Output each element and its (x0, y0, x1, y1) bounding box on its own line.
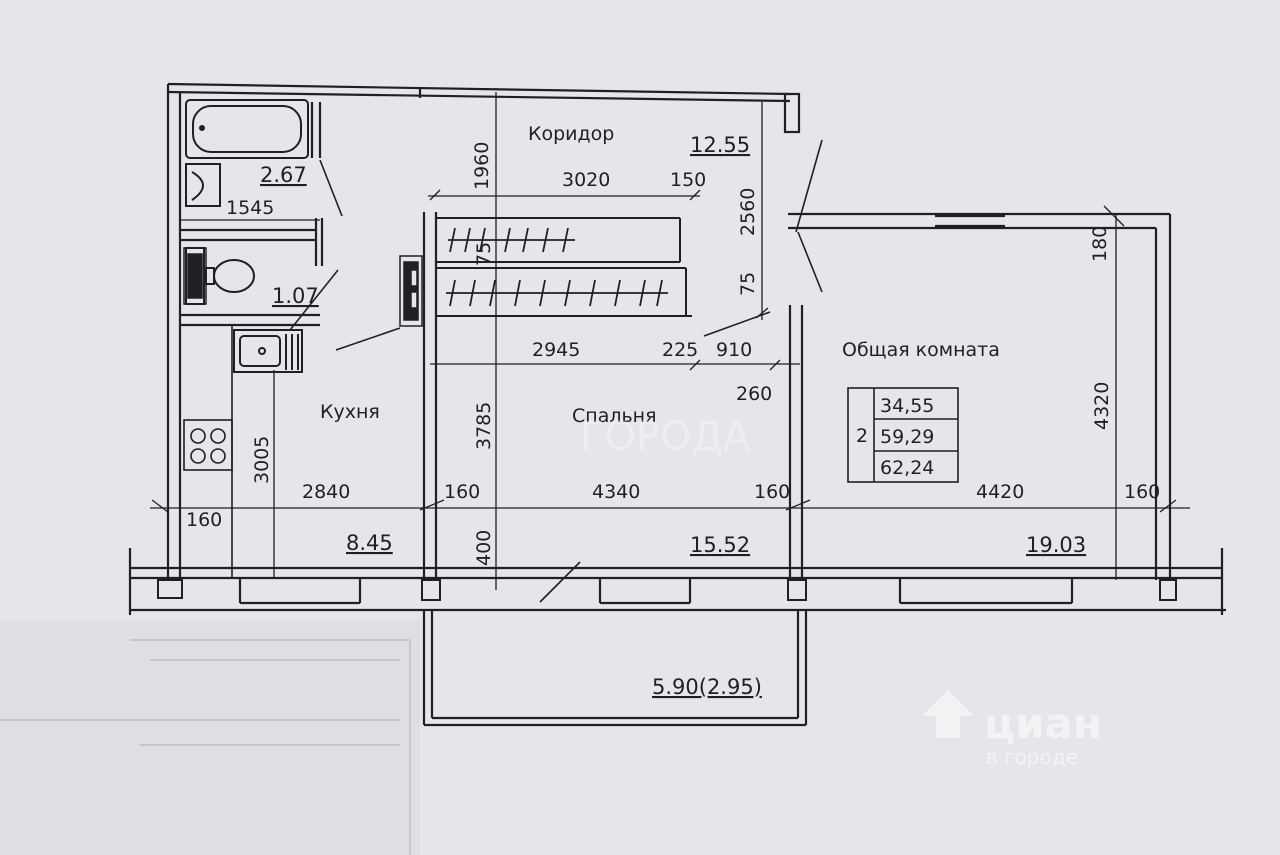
summary-total-area: 59,29 (880, 426, 934, 448)
area-summary-table (847, 387, 959, 483)
walls (128, 82, 1226, 727)
dim-400: 400 (473, 530, 495, 566)
dim-4340: 4340 (592, 481, 640, 503)
kitchen-counter (183, 326, 233, 578)
cian-logo-subtitle: в городе (986, 745, 1078, 769)
dimension-lines (150, 92, 1190, 590)
room-name-living: Общая комната (842, 339, 1000, 361)
room-name-corridor: Коридор (528, 123, 614, 145)
area-kitchen: 8.45 (346, 531, 393, 555)
dim-2560: 2560 (737, 188, 759, 236)
area-corridor: 12.55 (690, 133, 750, 157)
room-name-kitchen: Кухня (320, 401, 380, 423)
dim-4320: 4320 (1091, 382, 1113, 430)
area-toilet: 1.07 (272, 284, 319, 308)
dim-2840: 2840 (302, 481, 350, 503)
bleed-through-lines (0, 639, 411, 855)
dim-260: 260 (736, 383, 772, 405)
dim-3005: 3005 (251, 436, 273, 484)
dim-225: 225 (662, 339, 698, 361)
dim-75-corridor: 75 (737, 272, 759, 296)
watermark-gorod: ГОРОДА (580, 414, 751, 460)
dim-160-right: 160 (1124, 481, 1160, 503)
ventilation-shafts (183, 247, 423, 327)
door-swings (289, 139, 823, 603)
dim-160-bedroom-right: 160 (754, 481, 790, 503)
cian-logo-icon (922, 690, 974, 738)
dim-1545: 1545 (226, 197, 274, 219)
bathtub (185, 99, 309, 159)
summary-room-count: 2 (856, 425, 868, 447)
dim-910: 910 (716, 339, 752, 361)
area-bathroom: 2.67 (260, 163, 307, 187)
dim-3785: 3785 (473, 402, 495, 450)
dim-3020: 3020 (562, 169, 610, 191)
area-living: 19.03 (1026, 533, 1086, 557)
paper-shadow (0, 620, 420, 855)
dim-4420: 4420 (976, 481, 1024, 503)
area-bedroom: 15.52 (690, 533, 750, 557)
dim-1960: 1960 (471, 142, 493, 190)
wardrobe (436, 217, 692, 317)
dim-180: 180 (1089, 226, 1111, 262)
facade-columns (157, 579, 1177, 601)
washbasin (185, 163, 221, 207)
cian-logo-text: циан (984, 699, 1102, 748)
kitchen-sink (233, 329, 303, 373)
dim-160-left: 160 (186, 509, 222, 531)
area-balcony: 5.90(2.95) (652, 675, 762, 699)
dim-2945: 2945 (532, 339, 580, 361)
dim-160-bedroom-left: 160 (444, 481, 480, 503)
room-name-bedroom: Спальня (572, 405, 657, 427)
summary-living-area: 34,55 (880, 395, 934, 417)
summary-total-with-balcony: 62,24 (880, 457, 934, 479)
cian-logo: циан в городе (922, 690, 1102, 769)
dim-150: 150 (670, 169, 706, 191)
dim-75-wardrobe: 75 (473, 242, 495, 266)
